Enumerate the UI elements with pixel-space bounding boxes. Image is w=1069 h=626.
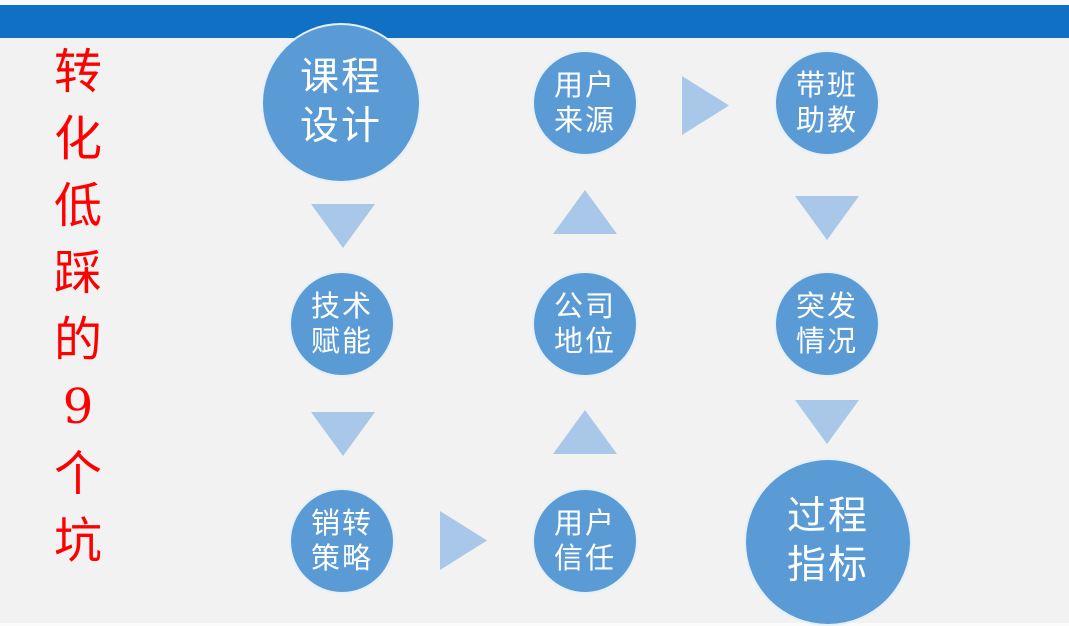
node-label-line: 带班	[795, 68, 858, 103]
node-label-line: 技术	[310, 289, 373, 324]
title-char: 化	[53, 111, 102, 167]
node-label-line: 策略	[310, 541, 373, 575]
node-company-status: 公司 地位	[532, 271, 638, 377]
node-label-line: 信任	[553, 541, 616, 575]
node-sales-strategy: 销转 策略	[289, 488, 395, 594]
node-label-line: 突发	[795, 289, 858, 324]
node-course-design: 课程 设计	[261, 23, 421, 183]
node-class-assistant: 带班 助教	[774, 50, 880, 156]
node-label-line: 课程	[299, 55, 382, 101]
node-label-line: 赋能	[310, 324, 373, 358]
node-emergency: 突发 情况	[774, 271, 880, 377]
node-label-line: 用户	[553, 68, 616, 103]
top-accent-bar	[0, 5, 1069, 38]
node-user-trust: 用户 信任	[532, 488, 638, 594]
node-label-line: 地位	[553, 324, 616, 358]
node-process-metrics: 过程 指标	[744, 458, 912, 626]
node-label-line: 设计	[299, 104, 382, 149]
title-char: 坑	[53, 513, 102, 569]
title-char: 转	[53, 44, 102, 100]
node-label-line: 助教	[795, 103, 858, 137]
node-label-line: 过程	[786, 494, 869, 540]
title-char: 踩	[53, 245, 102, 301]
node-label-line: 情况	[795, 324, 858, 358]
title-char: 个	[53, 446, 102, 502]
node-label-line: 用户	[553, 506, 616, 541]
title-char: 9	[62, 379, 94, 435]
node-label-line: 公司	[553, 289, 616, 324]
node-user-source: 用户 来源	[532, 50, 638, 156]
node-tech-enablement: 技术 赋能	[289, 271, 395, 377]
node-label-line: 指标	[786, 543, 869, 588]
slide-title-vertical: 转 化 低 踩 的 9 个 坑	[46, 48, 110, 565]
title-char: 的	[53, 312, 102, 368]
node-label-line: 销转	[310, 506, 373, 541]
node-label-line: 来源	[553, 103, 616, 137]
title-char: 低	[53, 178, 102, 234]
